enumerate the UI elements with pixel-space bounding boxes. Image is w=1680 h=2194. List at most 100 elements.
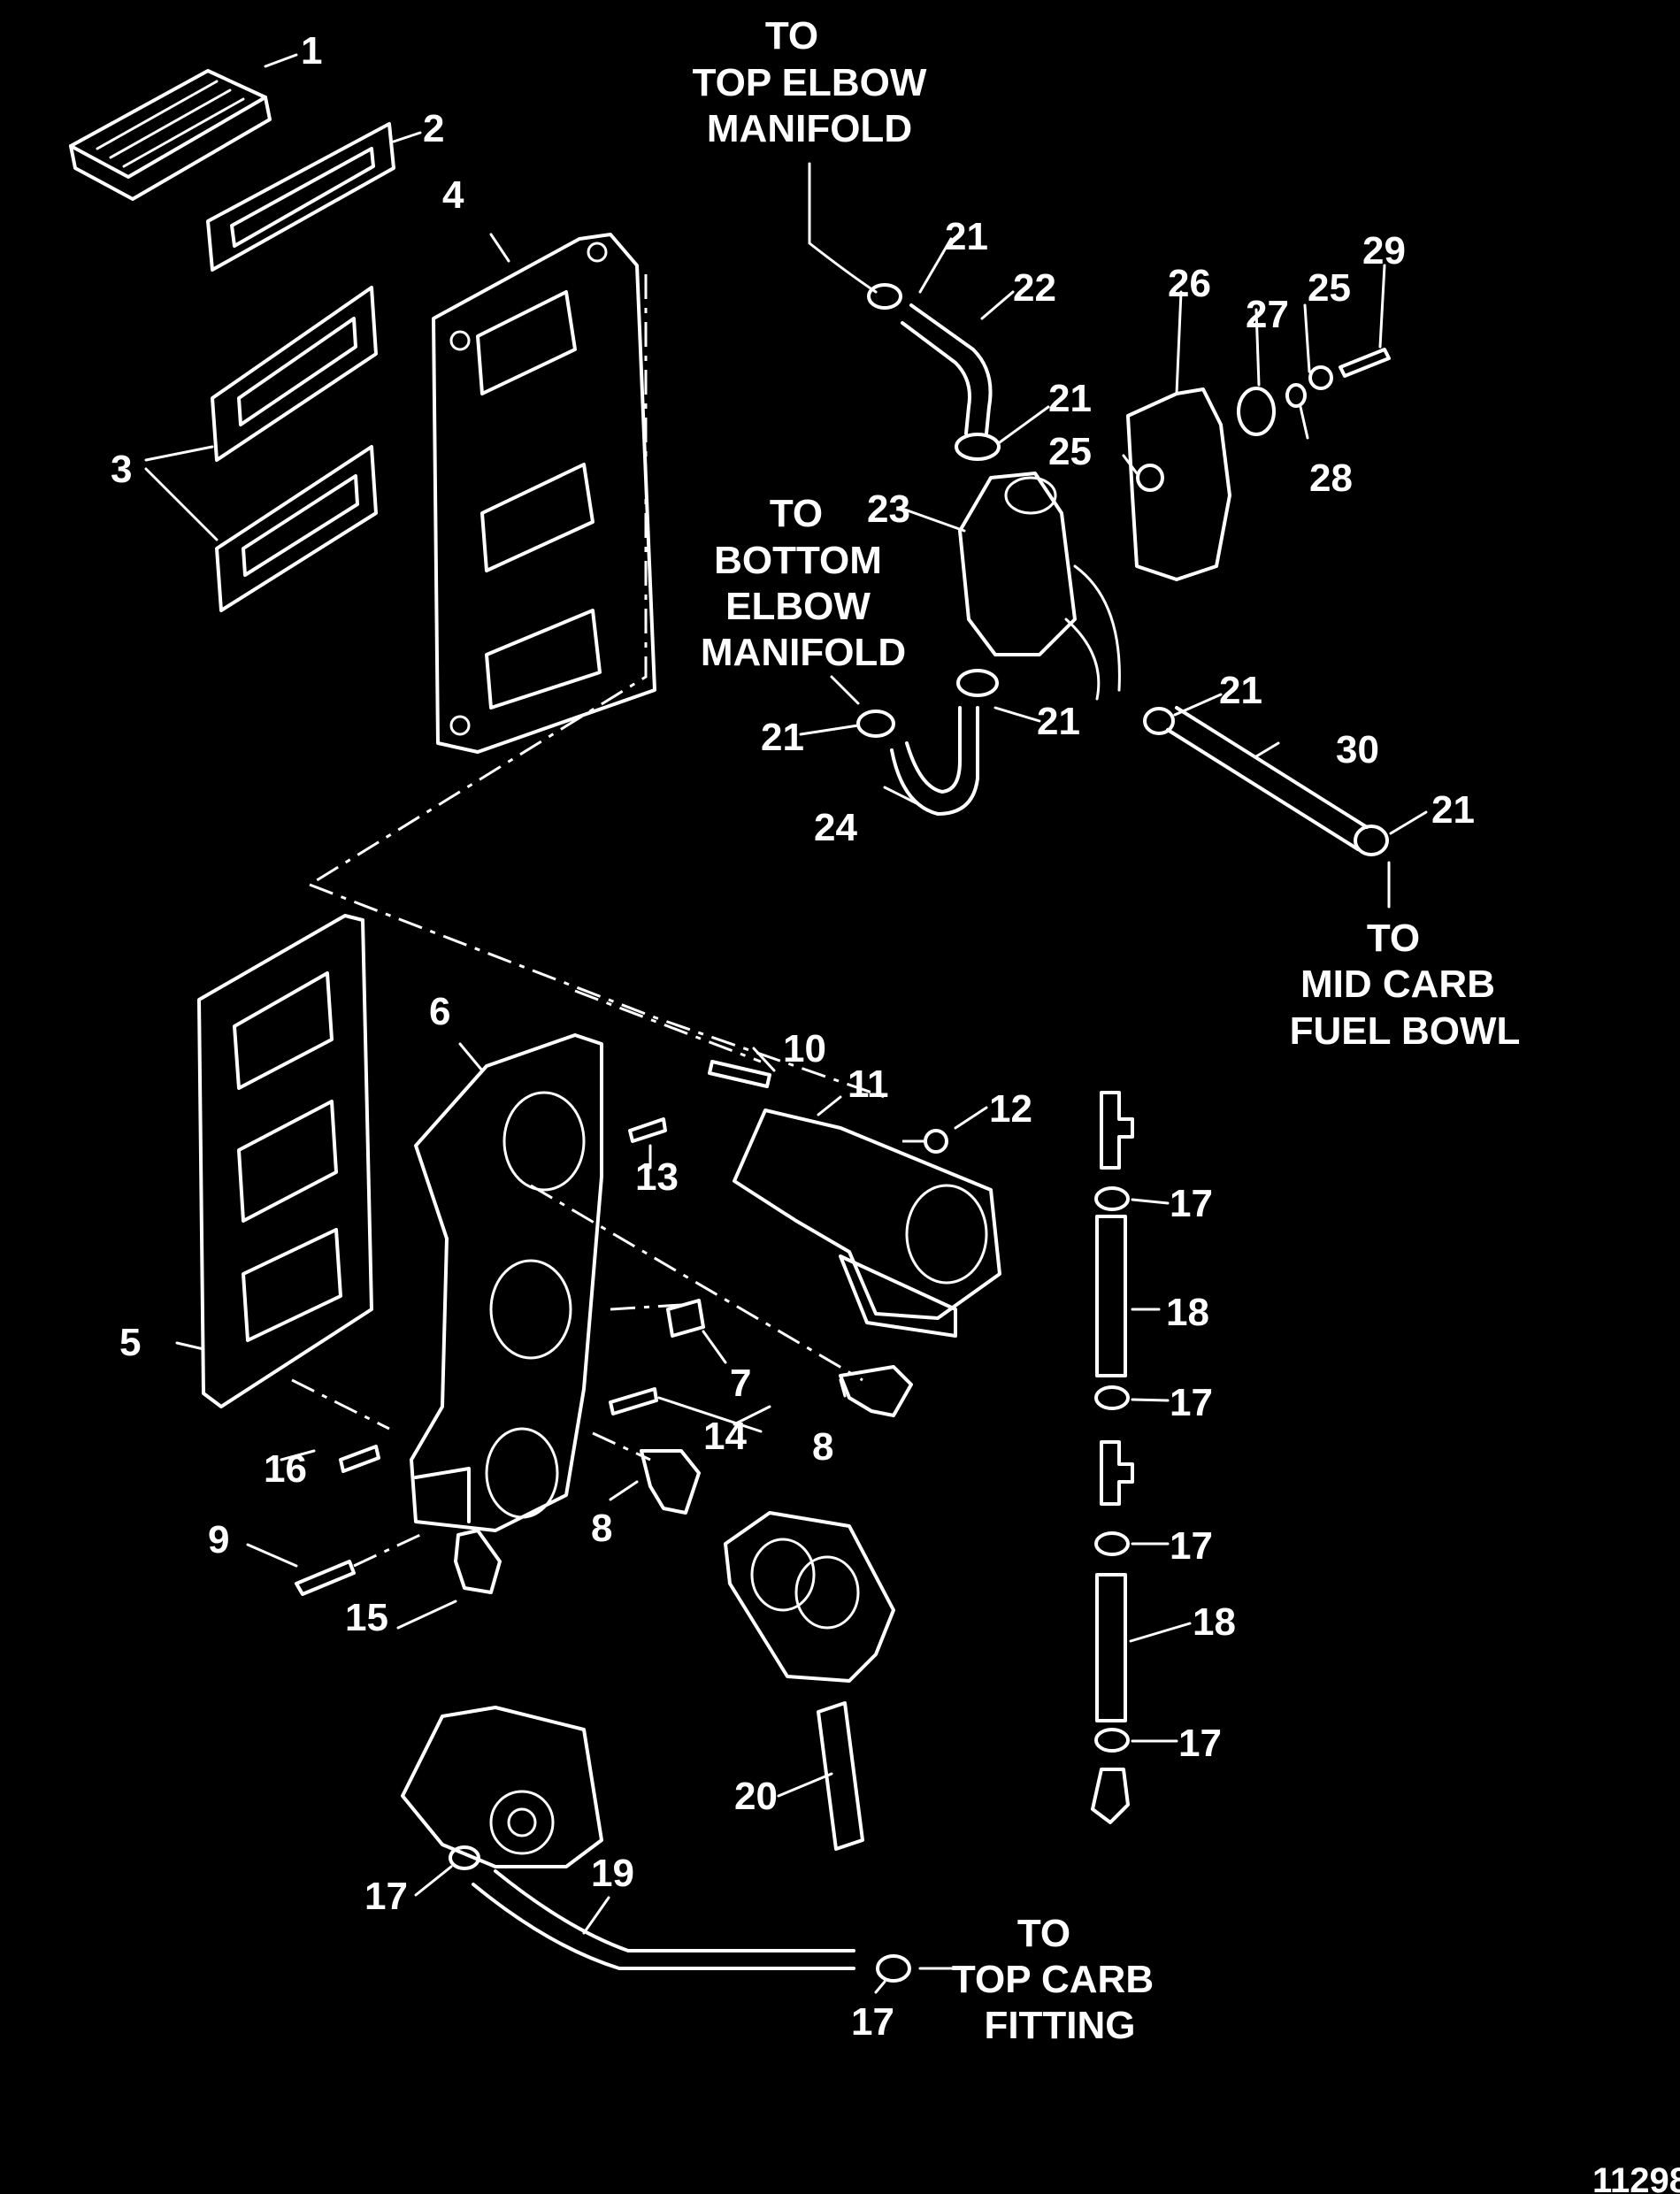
callout-7: 7 xyxy=(730,1362,751,1405)
note-top-elbow-line-3: MANIFOLD xyxy=(707,107,912,150)
callout-15: 15 xyxy=(345,1596,388,1639)
pump-body xyxy=(401,1706,603,1868)
part-5-gasket xyxy=(197,914,373,1408)
part-25-washer-b xyxy=(1308,365,1333,390)
callout-17d: 17 xyxy=(1178,1722,1222,1765)
part-2-gasket xyxy=(206,122,395,272)
callout-9: 9 xyxy=(208,1518,229,1561)
note-mid-carb: TO MID CARB FUEL BOWL xyxy=(1290,917,1521,1053)
callout-16: 16 xyxy=(264,1447,307,1491)
part-1-cover xyxy=(69,69,272,201)
note-bottom-elbow-line-1: TO xyxy=(770,492,823,535)
callout-24: 24 xyxy=(814,806,857,849)
callout-25a: 25 xyxy=(1048,430,1092,473)
callout-17e: 17 xyxy=(364,1875,408,1918)
part-13-bolt xyxy=(628,1117,667,1143)
callout-3: 3 xyxy=(111,448,132,491)
part-27-grommet xyxy=(1237,387,1276,436)
part-30-hose xyxy=(1166,706,1369,851)
callout-17c: 17 xyxy=(1170,1524,1213,1568)
callout-11: 11 xyxy=(848,1062,889,1106)
part-7-fitting xyxy=(666,1299,705,1338)
note-top-carb-line-2: TOP CARB xyxy=(952,1958,1154,2001)
callout-30: 30 xyxy=(1336,728,1379,771)
part-20-hose xyxy=(817,1701,864,1851)
part-19-hose xyxy=(472,1869,855,1970)
callout-19: 19 xyxy=(591,1852,634,1895)
callout-21b: 21 xyxy=(1048,377,1092,420)
callout-27: 27 xyxy=(1246,293,1289,336)
callout-12: 12 xyxy=(989,1087,1032,1131)
note-top-elbow: TO TOP ELBOW MANIFOLD xyxy=(693,14,927,150)
part-25-washer-a xyxy=(1136,464,1164,492)
callout-28: 28 xyxy=(1309,456,1353,500)
callout-21d: 21 xyxy=(1037,700,1080,743)
note-mid-carb-line-2: MID CARB xyxy=(1300,963,1495,1006)
part-15-clip xyxy=(454,1529,502,1594)
callout-21f: 21 xyxy=(1431,788,1475,832)
part-9-stud xyxy=(295,1560,356,1596)
callout-6: 6 xyxy=(429,990,450,1033)
tee-fittings xyxy=(1091,1091,1134,1824)
assembly-lines xyxy=(291,274,924,1568)
part-4-plate xyxy=(432,233,656,754)
part-28-spacer xyxy=(1285,383,1307,408)
figure-number: 11298 xyxy=(1592,2161,1680,2194)
note-top-elbow-line-2: TOP ELBOW xyxy=(693,61,927,104)
callout-25b: 25 xyxy=(1308,266,1351,310)
note-top-carb: TO TOP CARB FITTING xyxy=(952,1912,1154,2047)
note-top-carb-line-1: TO xyxy=(1017,1912,1070,1955)
part-23-valve xyxy=(958,472,1121,701)
part-17-fittings xyxy=(449,1186,1130,1983)
callout-4: 4 xyxy=(442,173,464,217)
callout-8b: 8 xyxy=(591,1507,612,1550)
note-top-carb-line-3: FITTING xyxy=(984,2004,1135,2047)
note-bottom-elbow-line-2: BOTTOM xyxy=(714,539,882,582)
leader-lines xyxy=(144,53,1428,1994)
part-3-reeds xyxy=(211,286,378,612)
part-16-bolt xyxy=(339,1445,380,1473)
callout-21a: 21 xyxy=(945,215,988,258)
callout-17b: 17 xyxy=(1170,1381,1213,1424)
callout-5: 5 xyxy=(119,1321,141,1364)
part-18-hoses xyxy=(1095,1215,1127,1722)
note-bottom-elbow-line-3: ELBOW xyxy=(725,585,871,628)
callout-17f: 17 xyxy=(851,2000,894,2044)
note-mid-carb-line-3: FUEL BOWL xyxy=(1290,1009,1521,1053)
part-14-bolt xyxy=(609,1387,658,1415)
callout-18b: 18 xyxy=(1193,1600,1236,1644)
callout-21e: 21 xyxy=(1219,669,1262,712)
note-bottom-elbow: TO BOTTOM ELBOW MANIFOLD xyxy=(701,492,906,674)
part-10-stud xyxy=(708,1060,771,1088)
part-12-nut xyxy=(924,1129,948,1154)
part-6-manifold xyxy=(410,1033,603,1532)
part-11-throttle-body xyxy=(733,1109,1001,1338)
callout-13: 13 xyxy=(635,1155,679,1199)
part-29-screw xyxy=(1339,348,1391,378)
note-mid-carb-line-1: TO xyxy=(1367,917,1420,960)
callout-22: 22 xyxy=(1013,266,1056,310)
note-bottom-elbow-line-4: MANIFOLD xyxy=(701,631,906,674)
part-8-elbow-a xyxy=(839,1365,913,1417)
callout-numbers: 1 2 4 3 6 5 10 11 12 13 7 8 14 16 9 8 15… xyxy=(111,29,1475,2044)
callout-1: 1 xyxy=(301,29,322,73)
callout-18a: 18 xyxy=(1166,1291,1209,1334)
cover-plate xyxy=(724,1511,895,1683)
callout-20: 20 xyxy=(734,1775,778,1818)
note-top-elbow-line-1: TO xyxy=(765,14,818,58)
part-21-clamps xyxy=(856,283,1389,856)
part-24-hose xyxy=(890,706,979,816)
callout-2: 2 xyxy=(423,107,444,150)
part-26-bracket xyxy=(1126,387,1231,581)
callout-29: 29 xyxy=(1362,229,1406,272)
callout-14: 14 xyxy=(703,1415,747,1458)
callout-10: 10 xyxy=(783,1027,826,1070)
part-8-elbow-b xyxy=(640,1449,701,1515)
callout-17a: 17 xyxy=(1170,1182,1213,1225)
callout-23: 23 xyxy=(867,487,910,531)
part-22-hose xyxy=(901,303,993,435)
callout-8a: 8 xyxy=(812,1425,833,1469)
callout-26: 26 xyxy=(1168,262,1211,305)
callout-21c: 21 xyxy=(761,716,804,759)
